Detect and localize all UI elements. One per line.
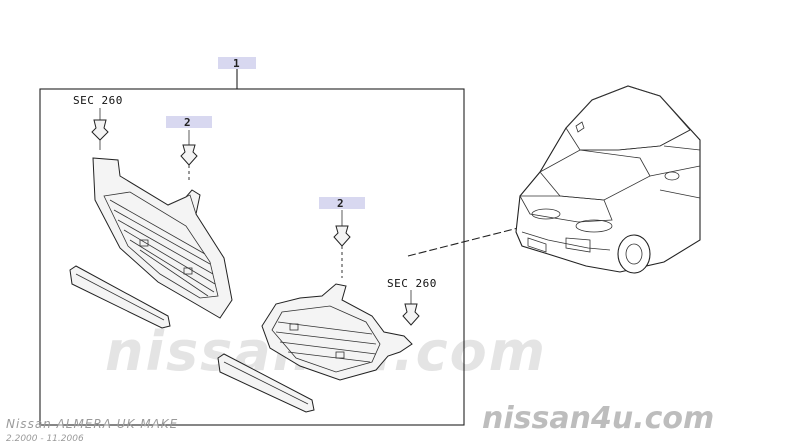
molding-left: [69, 265, 171, 329]
pointer-line: [407, 225, 527, 257]
callout-2-left[interactable]: 2: [166, 116, 212, 129]
watermark-date: 2.2000 - 11.2006: [6, 434, 84, 444]
clip-right-2: [333, 210, 351, 278]
callout-2-right[interactable]: 2: [319, 197, 365, 210]
assembly-frame: [39, 68, 465, 426]
molding-right: [217, 353, 315, 413]
grille-right: [261, 283, 413, 381]
clip-left-2: [180, 130, 198, 180]
callout-1[interactable]: 1: [218, 57, 256, 70]
clip-left: [91, 108, 109, 150]
clip-right: [402, 290, 420, 326]
callout-1-label: 1: [233, 57, 240, 70]
watermark-model: Nissan ALMERA UK MAKE: [6, 417, 178, 431]
car-illustration: [515, 85, 701, 274]
watermark-brand: nissan4u.com: [482, 401, 714, 436]
grille-left: [92, 157, 233, 319]
callout-2-right-label: 2: [337, 197, 344, 210]
callout-2-left-label: 2: [184, 116, 191, 129]
ref-label-sec-left[interactable]: SEC 260: [73, 94, 123, 107]
ref-label-sec-right[interactable]: SEC 260: [387, 277, 437, 290]
